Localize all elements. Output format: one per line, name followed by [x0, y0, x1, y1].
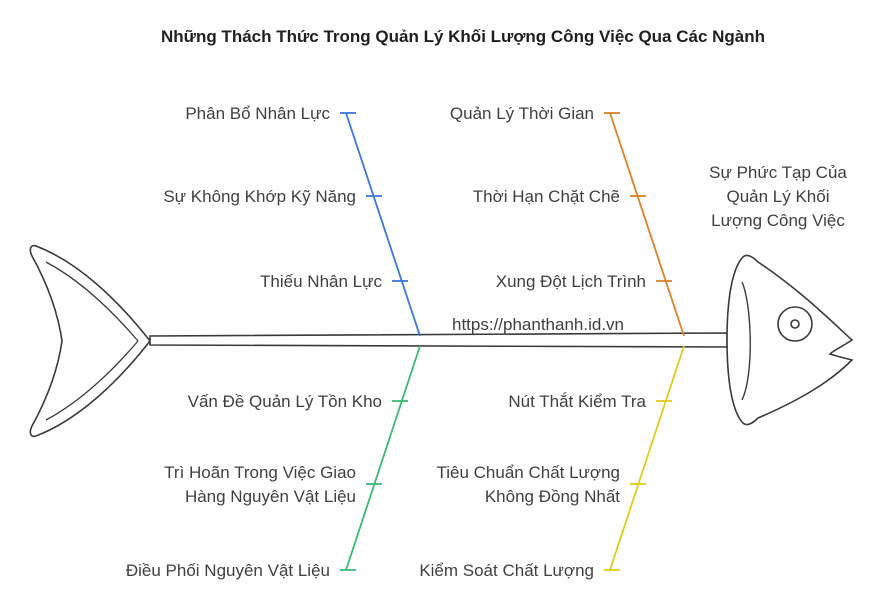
- cause-label: Xung Đột Lịch Trình: [496, 272, 646, 291]
- cause-label: Nút Thắt Kiểm Tra: [508, 392, 646, 411]
- cause-label: Sự Không Khớp Kỹ Năng: [163, 187, 356, 206]
- branch-bone: [345, 112, 421, 337]
- fish-tail: [29, 244, 152, 438]
- fish-gill-line: [741, 281, 751, 401]
- cause-branches: Phân Bổ Nhân Lực Sự Không Khớp Kỹ NăngThi…: [126, 104, 685, 580]
- branch-bone: [609, 112, 685, 337]
- watermark-url: https://phanthanh.id.vn: [452, 315, 624, 334]
- diagram-title: Những Thách Thức Trong Quản Lý Khối Lượn…: [161, 27, 765, 46]
- cause-label: Trì Hoãn Trong Việc Giao: [164, 463, 356, 482]
- branch-top-left: Phân Bổ Nhân Lực Sự Không Khớp Kỹ NăngThi…: [163, 104, 421, 337]
- cause-label: Điều Phối Nguyên Vật Liệu: [126, 561, 330, 580]
- cause-label: Hàng Nguyên Vật Liệu: [185, 487, 356, 506]
- cause-label: Kiểm Soát Chất Lượng: [419, 561, 594, 580]
- head-label-line: Lượng Công Việc: [711, 211, 845, 230]
- head-label: Sự Phức Tạp Của Quản Lý Khối Lượng Công …: [709, 163, 847, 230]
- cause-label: Phân Bổ Nhân Lực: [185, 104, 330, 123]
- fish-eye-inner: [790, 319, 800, 329]
- fish-tail-inner-line: [45, 261, 139, 421]
- cause-label: Vấn Đề Quản Lý Tồn Kho: [188, 392, 382, 411]
- cause-label: Thời Hạn Chặt Chẽ: [473, 187, 620, 206]
- branch-bone: [609, 345, 685, 571]
- head-label-line: Quản Lý Khối: [726, 187, 829, 206]
- cause-label: Quản Lý Thời Gian: [450, 104, 594, 123]
- cause-label: Không Đồng Nhất: [485, 487, 620, 506]
- fish-spine: [149, 332, 728, 348]
- cause-label: Thiếu Nhân Lực: [260, 272, 382, 291]
- branch-bone: [345, 345, 421, 571]
- cause-label: Tiêu Chuẩn Chất Lượng: [436, 463, 620, 482]
- head-label-line: Sự Phức Tạp Của: [709, 163, 847, 182]
